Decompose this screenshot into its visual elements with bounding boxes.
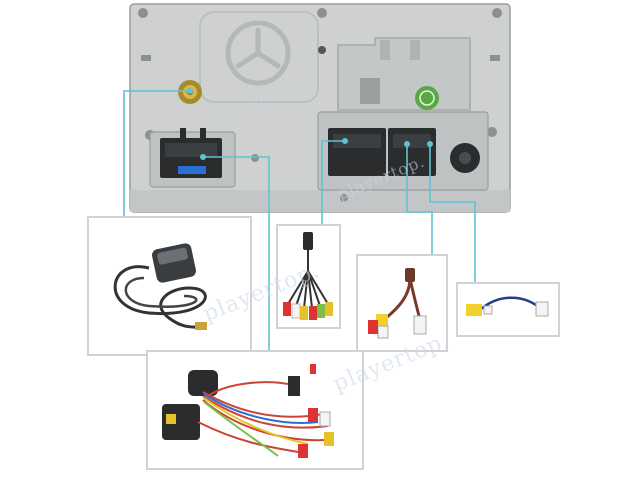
callout-lines <box>123 88 476 352</box>
callout-line-harness <box>203 156 270 352</box>
camera-cable-panel <box>456 282 560 337</box>
rca-bundle-panel <box>276 224 341 329</box>
main-power-connector-icon <box>160 128 222 178</box>
screw-icon <box>487 127 497 137</box>
fan-emblem-icon <box>199 11 319 103</box>
certification-sticker-icon <box>415 86 439 110</box>
screw-icon <box>340 194 348 202</box>
screw-icon <box>317 8 327 18</box>
callout-line-camera <box>429 144 476 284</box>
callout-line-gps <box>123 90 190 218</box>
main-power-harness-icon <box>162 364 334 458</box>
gps-antenna-panel <box>87 216 252 356</box>
rca-audio-video-cable-icon <box>283 232 333 320</box>
head-unit-rear-panel <box>129 3 511 213</box>
screw-icon <box>492 8 502 18</box>
screw-icon <box>138 8 148 18</box>
power-harness-panel <box>146 350 364 470</box>
rca-pair-cable-icon <box>368 268 427 339</box>
callout-line-rca-bundle <box>321 140 345 226</box>
camera-input-cable-icon <box>466 296 549 317</box>
av-connector-block-icon <box>328 128 436 176</box>
screw-icon <box>251 154 259 162</box>
rca-pair-panel <box>356 254 448 352</box>
gps-antenna-icon <box>113 243 207 331</box>
mic-hole-icon <box>318 46 326 54</box>
radio-antenna-port-icon <box>450 143 480 173</box>
callout-line-rca-pair <box>406 144 433 256</box>
